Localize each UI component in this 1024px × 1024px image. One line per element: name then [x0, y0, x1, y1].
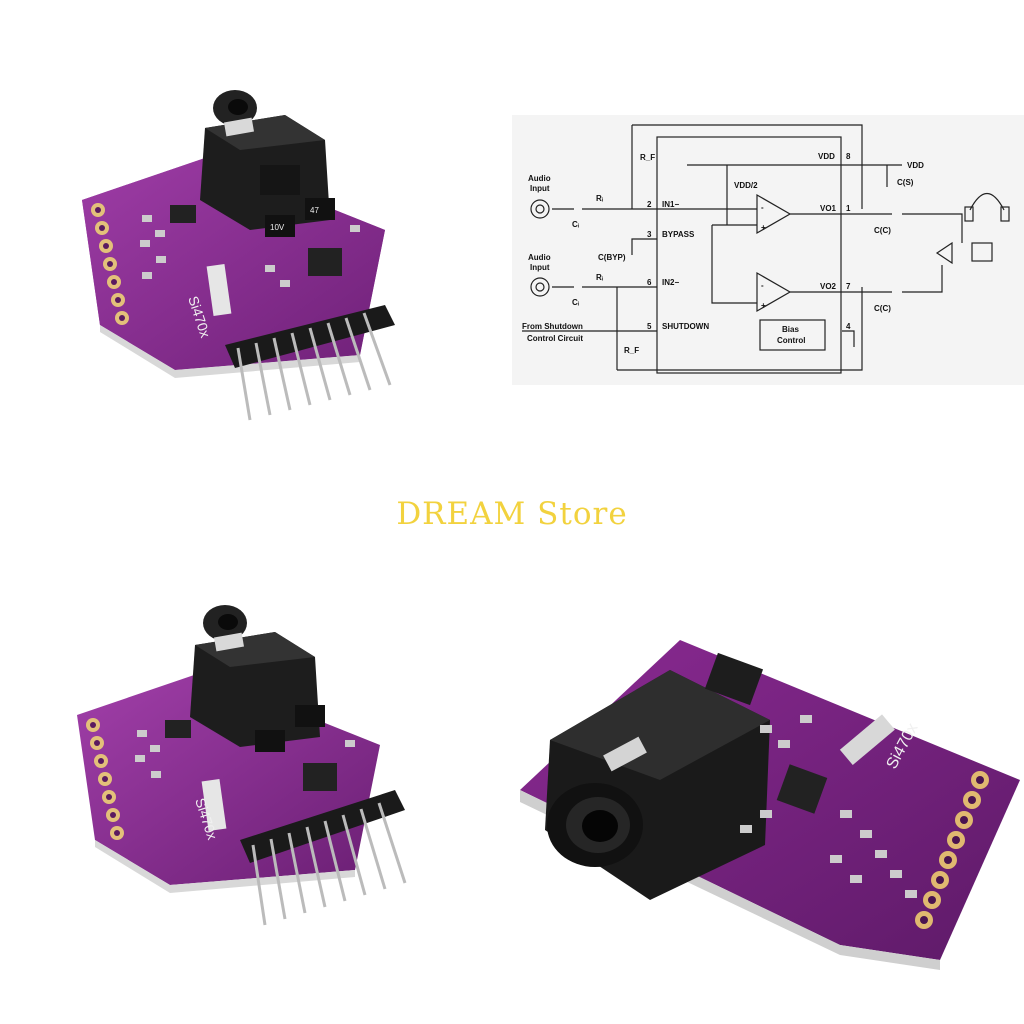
vdd-half-label: VDD/2	[734, 181, 758, 190]
ci-2-label: Cᵢ	[572, 298, 579, 307]
audio-input-1-jack	[530, 199, 550, 219]
cs-label: C(S)	[897, 178, 914, 187]
smd-components: 10V 47	[140, 198, 360, 317]
svg-text:47: 47	[310, 206, 319, 215]
audio-input-2-label-2: Input	[530, 263, 550, 272]
svg-text:+: +	[761, 301, 766, 310]
pin-header	[225, 305, 395, 421]
header-pads	[91, 203, 129, 325]
audio-input-1-label-1: Audio	[528, 174, 551, 183]
pin-5-num: 5	[647, 322, 652, 331]
audio-input-1-label-2: Input	[530, 184, 550, 193]
ri-2-label: Rᵢ	[596, 273, 603, 282]
pin-6-num: 6	[647, 278, 652, 287]
bias-control-box	[759, 319, 826, 351]
rf-top-label: R_F	[640, 153, 655, 162]
headphone-icon	[935, 192, 1010, 265]
pin-1-num: 1	[846, 204, 851, 213]
audio-jack	[200, 90, 330, 230]
cc-2-label: C(C)	[874, 304, 891, 313]
smd-components	[704, 652, 917, 898]
opamp-1-symbol	[756, 193, 792, 235]
pin-2-name: IN1−	[662, 200, 679, 209]
pin-3-name: BYPASS	[662, 230, 695, 239]
amplifier-schematic: - + - + Bias Control Audio Input Audio Inp…	[512, 115, 1024, 385]
ri-1-label: Rᵢ	[596, 194, 603, 203]
audio-jack	[545, 670, 770, 900]
audio-input-2-label-1: Audio	[528, 253, 551, 262]
shutdown-source-label-2: Control Circuit	[527, 334, 583, 343]
pin-5-name: SHUTDOWN	[662, 322, 709, 331]
opamp-2-symbol	[756, 271, 792, 313]
ci-1-label: Cᵢ	[572, 220, 579, 229]
shutdown-source-label-1: From Shutdown	[522, 322, 583, 331]
smd-components	[135, 705, 355, 832]
header-pads	[86, 718, 124, 840]
cc-1-label: C(C)	[874, 226, 891, 235]
bias-label-1: Bias	[782, 325, 799, 334]
pin-4-num: 4	[846, 322, 851, 331]
svg-text:-: -	[761, 281, 764, 290]
amplifier-ic-outline	[656, 136, 842, 374]
svg-text:10V: 10V	[270, 223, 285, 232]
pin-8-name: VDD	[818, 152, 835, 161]
rf-bottom-label: R_F	[624, 346, 639, 355]
product-photo-bottom-left: Si470x	[77, 605, 407, 926]
product-photo-top-left: 10V 47 Si470x	[82, 90, 395, 421]
svg-text:-: -	[761, 203, 764, 212]
pin-8-num: 8	[846, 152, 851, 161]
header-pads	[915, 771, 989, 929]
cbyp-label: C(BYP)	[598, 253, 626, 262]
store-name: DREAM Store	[396, 496, 628, 532]
pin-7-name: VO2	[820, 282, 837, 291]
pin-3-num: 3	[647, 230, 652, 239]
pin-6-name: IN2−	[662, 278, 679, 287]
bias-label-2: Control	[777, 336, 805, 345]
pin-2-num: 2	[647, 200, 652, 209]
audio-input-2-jack	[530, 277, 550, 297]
audio-jack	[190, 605, 320, 747]
svg-text:+: +	[761, 223, 766, 232]
pin-header	[240, 790, 407, 926]
pin-7-num: 7	[846, 282, 851, 291]
vdd-label: VDD	[907, 161, 924, 170]
product-photo-bottom-right: Si470x	[520, 640, 1020, 970]
pin-1-name: VO1	[820, 204, 837, 213]
